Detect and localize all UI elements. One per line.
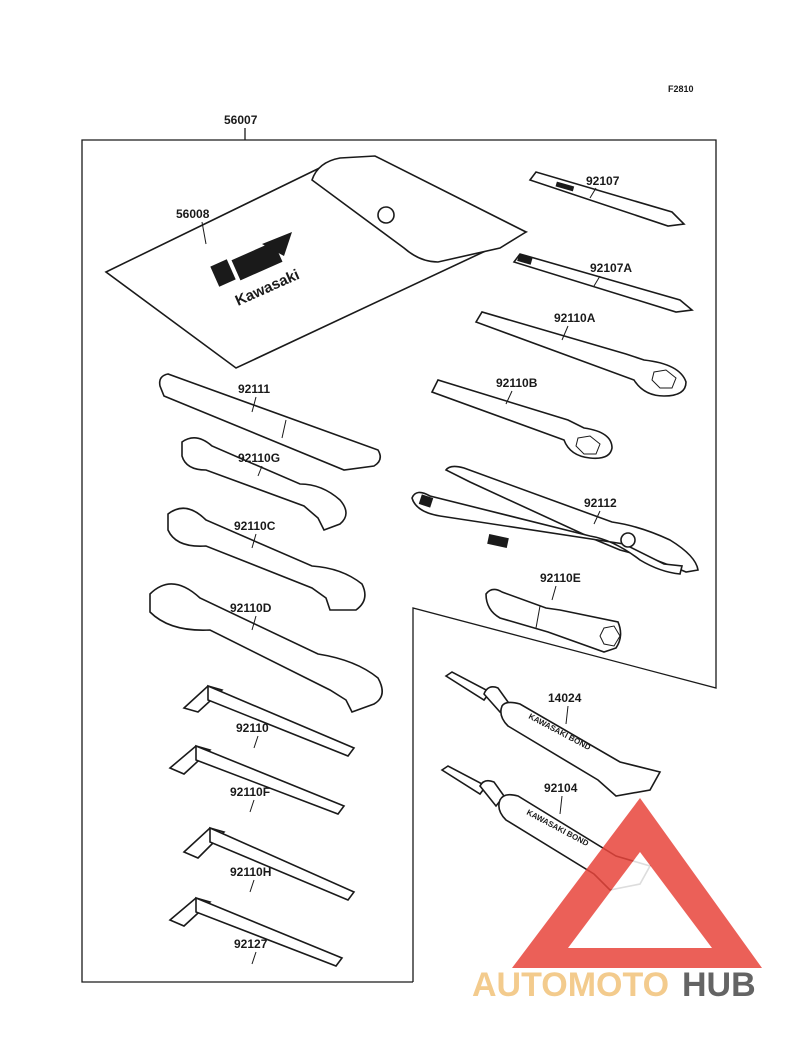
label-92110c: 92110C <box>234 519 276 533</box>
figure-code: F2810 <box>668 84 694 94</box>
tool-bag: Kawasaki <box>104 155 529 369</box>
box-wrench-92110b <box>430 379 613 460</box>
label-92112: 92112 <box>584 496 617 510</box>
screwdriver-92107 <box>528 171 686 227</box>
hex-key-92110f <box>168 744 346 815</box>
label-92107a: 92107A <box>590 261 632 275</box>
kit-outline <box>81 139 717 983</box>
label-56008: 56008 <box>176 207 210 221</box>
screwdriver-92107a <box>512 253 694 313</box>
label-92107: 92107 <box>586 174 620 188</box>
label-14024: 14024 <box>548 691 582 705</box>
open-wrench-92110d <box>149 583 383 713</box>
hex-key-92110 <box>182 684 356 757</box>
automotohub-watermark: AUTOMOTO HUB <box>472 798 762 1004</box>
label-92110e: 92110E <box>540 571 581 585</box>
label-92110g: 92110G <box>238 451 280 465</box>
label-92127: 92127 <box>234 937 268 951</box>
label-56007: 56007 <box>224 113 258 127</box>
hex-key-92110h <box>182 826 356 901</box>
label-92110a: 92110A <box>554 311 596 325</box>
box-wrench-92110a <box>474 311 687 397</box>
pliers-92112 <box>411 465 699 575</box>
watermark-text-1: AUTOMOTO <box>472 966 669 1004</box>
label-92110b: 92110B <box>496 376 538 390</box>
watermark-text-2: HUB <box>682 966 756 1004</box>
tube-handle-92111 <box>158 373 382 471</box>
open-wrench-92110g <box>181 437 347 532</box>
label-92110: 92110 <box>236 721 269 735</box>
label-92104: 92104 <box>544 781 578 795</box>
open-wrench-92110c <box>167 507 366 611</box>
label-92111: 92111 <box>238 382 270 396</box>
hex-key-92127 <box>168 896 344 967</box>
socket-92110e <box>485 588 622 653</box>
label-92110f: 92110F <box>230 785 270 799</box>
label-92110h: 92110H <box>230 865 271 879</box>
label-92110d: 92110D <box>230 601 272 615</box>
